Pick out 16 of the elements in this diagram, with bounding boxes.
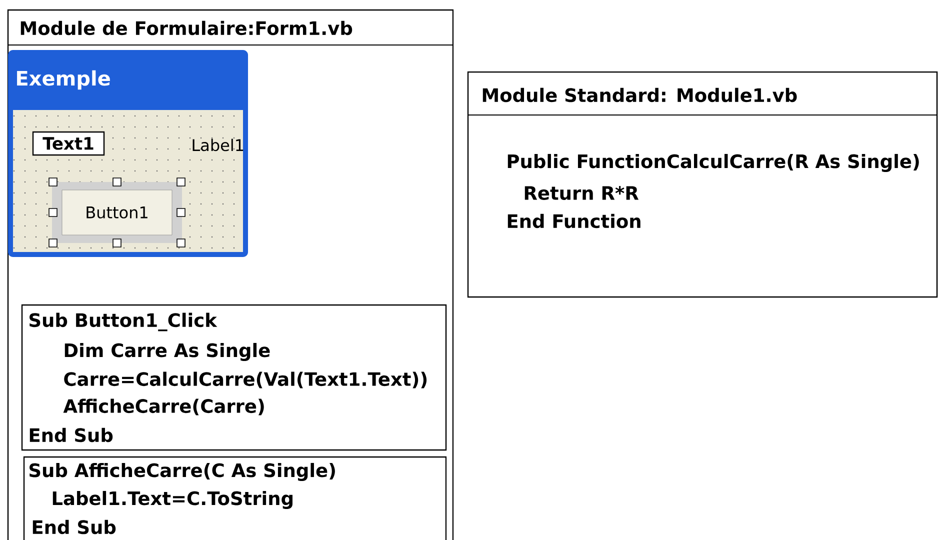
code-line: Public FunctionCalculCarre(R As Single) xyxy=(508,154,919,172)
code-line: Return R*R xyxy=(524,186,639,200)
code-line: Label1.Text=C.ToString xyxy=(52,490,292,510)
code-line: Sub AfficheCarre(C As Single) xyxy=(30,462,335,482)
field-text: Text1 xyxy=(42,137,94,150)
code-line: End Sub xyxy=(30,428,113,442)
window-title: Exemple xyxy=(17,70,110,90)
panel-heading: Module de Formulaire:Form1.vb xyxy=(20,20,352,36)
code-line: Sub Button1_Click xyxy=(30,312,218,332)
code-line: Dim Carre As Single xyxy=(64,342,270,362)
code-line: End Sub xyxy=(32,520,116,534)
control-label: Label1 xyxy=(192,138,244,152)
code-line: End Function xyxy=(508,214,640,228)
code-line: Carre=CalculCarre(Val(Text1.Text)) xyxy=(64,372,427,388)
code-line: AfficheCarre(Carre) xyxy=(63,398,264,416)
panel-heading: Module Standard: Module1.vb xyxy=(482,88,797,102)
